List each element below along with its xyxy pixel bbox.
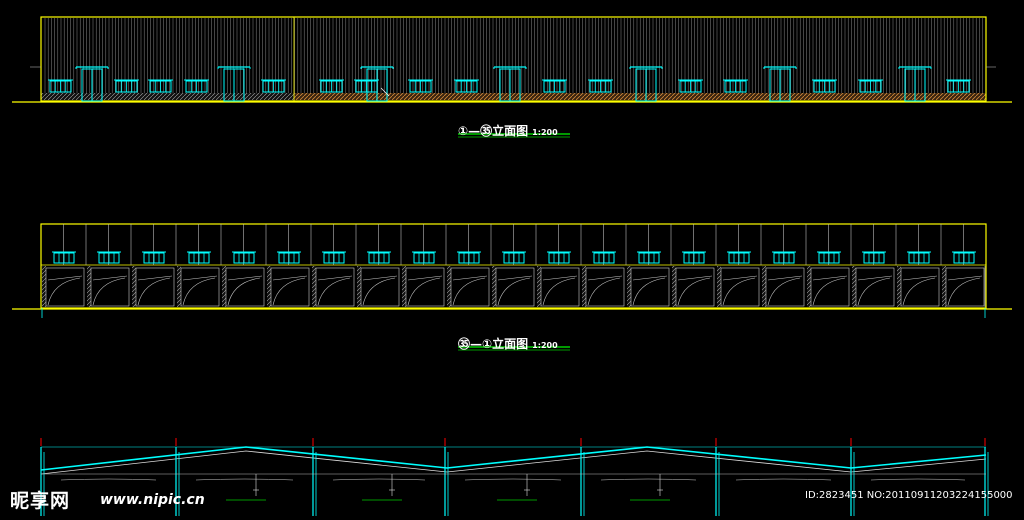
elevation-2-rolling-door-17 [762, 266, 805, 307]
elevation-2-window-10 [457, 251, 481, 264]
elevation-2-rolling-door-15 [672, 266, 715, 307]
elevation-1-door-2 [217, 66, 251, 102]
elevation-1-window-4 [184, 79, 209, 93]
elevation-2-window-18 [817, 251, 841, 264]
elevation-1-window-14 [812, 79, 837, 93]
elevation-2-window-8 [367, 251, 391, 264]
elevation-1-window-15 [858, 79, 883, 93]
elevation-2-rolling-door-2 [87, 266, 130, 307]
section-3-roof-inner [40, 450, 987, 475]
watermark-url: www.nipic.cn [100, 492, 205, 508]
elevation-2-rolling-door-13 [582, 266, 625, 307]
elevation-2-window-16 [727, 251, 751, 264]
elevation-2-window-2 [97, 251, 121, 264]
elevation-2-window-12 [547, 251, 571, 264]
elevation-2-rolling-door-8 [357, 266, 400, 307]
elevation-2-rolling-door-3 [132, 266, 175, 307]
watermark-logo: 昵享网 [10, 490, 71, 512]
elevation-1-window-2 [114, 79, 139, 93]
elevation-2-window-3 [142, 251, 166, 264]
elevation-2-window-21 [952, 251, 976, 264]
elevation-2-rolling-door-11 [492, 266, 535, 307]
elevation-1-door-5 [629, 66, 663, 102]
elevation-1-window-3 [148, 79, 173, 93]
elevation-2-window-11 [502, 251, 526, 264]
section-3 [40, 438, 989, 516]
elevation-2-scale: 1:200 [532, 341, 558, 350]
elevation-2-rolling-door-5 [222, 266, 265, 307]
elevation-2-rolling-door-9 [402, 266, 445, 307]
elevation-2-rolling-door-7 [312, 266, 355, 307]
elevation-1-door-1 [75, 66, 109, 102]
elevation-1-plinth-left [41, 93, 294, 100]
elevation-2-window-15 [682, 251, 706, 264]
elevation-1 [12, 16, 1012, 103]
elevation-2-window-4 [187, 251, 211, 264]
elevation-1-window-16 [946, 79, 971, 93]
elevation-1-window-10 [542, 79, 567, 93]
section-3-hanger-2 [362, 474, 402, 501]
watermark-id: ID:2823451 NO:20110911203224155000 [805, 490, 1013, 501]
section-3-roof-outer [40, 446, 987, 471]
section-3-hanger-4 [630, 474, 670, 501]
elevation-2-rolling-door-18 [807, 266, 850, 307]
elevation-2-window-9 [412, 251, 436, 264]
elevation-1-window-8 [408, 79, 433, 93]
elevation-2-rolling-door-4 [177, 266, 220, 307]
elevation-2-rolling-door-6 [267, 266, 310, 307]
elevation-2 [12, 223, 1012, 318]
elevation-2-window-19 [862, 251, 886, 264]
elevation-1-window-13 [723, 79, 748, 93]
elevation-1-door-4 [493, 66, 527, 102]
elevation-2-rolling-door-19 [852, 266, 895, 307]
section-3-hanger-1 [226, 474, 266, 501]
elevation-1-window-12 [678, 79, 703, 93]
elevation-2-rolling-door-20 [897, 266, 940, 307]
elevation-2-title: ㉟—①立面图 [458, 337, 529, 351]
elevation-2-rolling-door-14 [627, 266, 670, 307]
elevation-2-rolling-door-16 [717, 266, 760, 307]
elevation-2-window-14 [637, 251, 661, 264]
elevation-2-rolling-door-12 [537, 266, 580, 307]
elevation-1-door-7 [898, 66, 932, 102]
elevation-2-window-13 [592, 251, 616, 264]
elevation-2-window-20 [907, 251, 931, 264]
section-3-hanger-3 [497, 474, 537, 501]
elevation-2-rolling-door-10 [447, 266, 490, 307]
elevation-1-window-11 [588, 79, 613, 93]
elevation-1-window-1 [48, 79, 73, 93]
elevation-2-window-17 [772, 251, 796, 264]
elevation-1-plinth-right [294, 93, 986, 100]
elevation-2-window-6 [277, 251, 301, 264]
elevation-2-window-7 [322, 251, 346, 264]
elevation-2-rolling-door-1 [42, 266, 85, 307]
elevation-1-door-6 [763, 66, 797, 102]
elevation-1-window-5 [261, 79, 286, 93]
elevation-1-scale: 1:200 [532, 128, 558, 137]
elevation-1-door-3 [360, 66, 394, 102]
elevation-2-rolling-door-21 [942, 266, 985, 307]
elevation-1-title: ①—㉟立面图 [458, 124, 529, 138]
elevation-2-window-1 [52, 251, 76, 264]
elevation-2-window-5 [232, 251, 256, 264]
elevation-1-window-9 [454, 79, 479, 93]
elevation-1-window-6 [319, 79, 344, 93]
